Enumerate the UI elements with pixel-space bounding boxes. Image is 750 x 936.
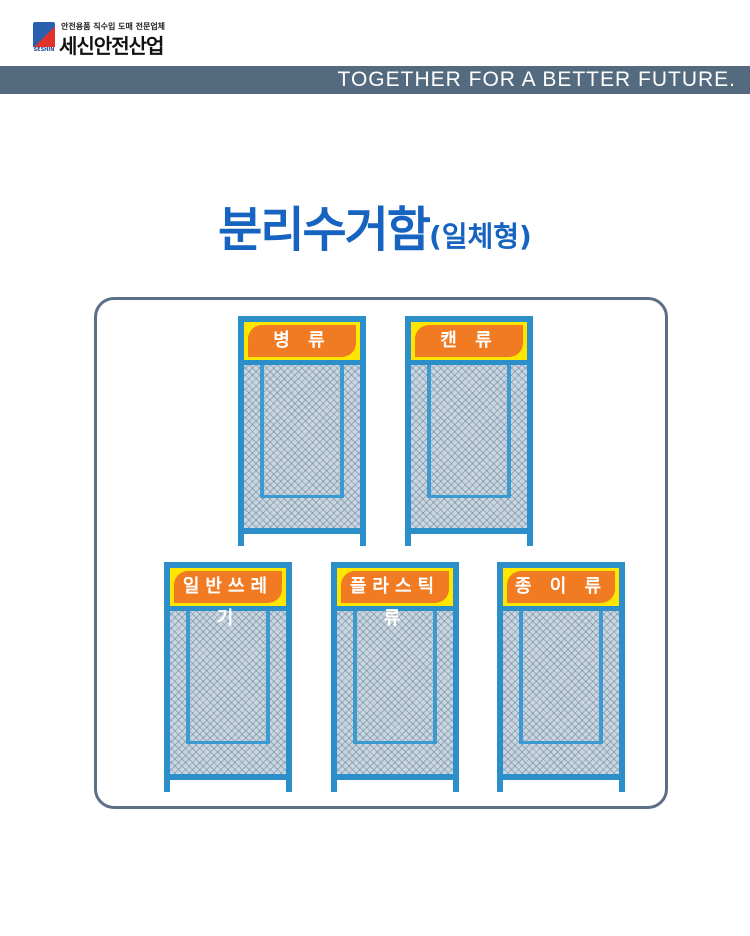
bin-top-bar	[164, 562, 292, 568]
bin-base	[164, 774, 292, 780]
bin-sign: 플라스틱류	[337, 568, 453, 629]
title-main: 분리수거함	[218, 202, 431, 258]
recycling-bin: 캔 류	[405, 316, 533, 546]
product-frame	[94, 297, 668, 809]
bin-inner-frame	[186, 611, 270, 744]
bin-post	[497, 562, 503, 792]
bin-base	[238, 528, 366, 534]
bin-inner-frame	[353, 611, 437, 744]
bin-label: 일반쓰레기	[174, 571, 282, 629]
logo-tagline: 안전용품 직수입 도매 전문업체	[61, 22, 166, 31]
recycling-bin: 일반쓰레기	[164, 562, 292, 792]
bin-top-bar	[405, 316, 533, 322]
bin-post	[286, 562, 292, 792]
bin-sign: 일반쓰레기	[170, 568, 286, 629]
slogan-text: TOGETHER FOR A BETTER FUTURE.	[337, 68, 736, 91]
bin-post	[360, 316, 366, 546]
bin-post	[619, 562, 625, 792]
bin-base	[497, 774, 625, 780]
bin-sign: 종 이 류	[503, 568, 619, 611]
bin-post	[453, 562, 459, 792]
bin-top-bar	[238, 316, 366, 322]
bin-label: 종 이 류	[507, 571, 615, 603]
logo-mark-icon: SESHIN	[33, 22, 55, 53]
logo-name: 세신안전산업	[59, 34, 164, 58]
bin-label: 플라스틱류	[341, 571, 449, 629]
bin-post	[238, 316, 244, 546]
recycling-bin: 병 류	[238, 316, 366, 546]
bin-inner-frame	[519, 611, 603, 744]
bin-label: 캔 류	[415, 325, 523, 357]
bin-base	[331, 774, 459, 780]
bin-post	[164, 562, 170, 792]
page-title: 분리수거함(일체형)	[0, 190, 750, 260]
bin-sign: 캔 류	[411, 322, 527, 365]
bin-post	[527, 316, 533, 546]
bin-base	[405, 528, 533, 534]
bin-sign: 병 류	[244, 322, 360, 365]
recycling-bin: 종 이 류	[497, 562, 625, 792]
bin-post	[331, 562, 337, 792]
bin-top-bar	[497, 562, 625, 568]
bin-top-bar	[331, 562, 459, 568]
slogan-banner: TOGETHER FOR A BETTER FUTURE.	[0, 66, 750, 94]
recycling-bin: 플라스틱류	[331, 562, 459, 792]
bin-label: 병 류	[248, 325, 356, 357]
bin-inner-frame	[427, 365, 511, 498]
bin-post	[405, 316, 411, 546]
title-sub: (일체형)	[428, 220, 532, 253]
bin-inner-frame	[260, 365, 344, 498]
logo-mark-text: SESHIN	[33, 47, 55, 53]
company-logo[interactable]: SESHIN 안전용품 직수입 도매 전문업체 세신안전산업	[33, 21, 233, 58]
